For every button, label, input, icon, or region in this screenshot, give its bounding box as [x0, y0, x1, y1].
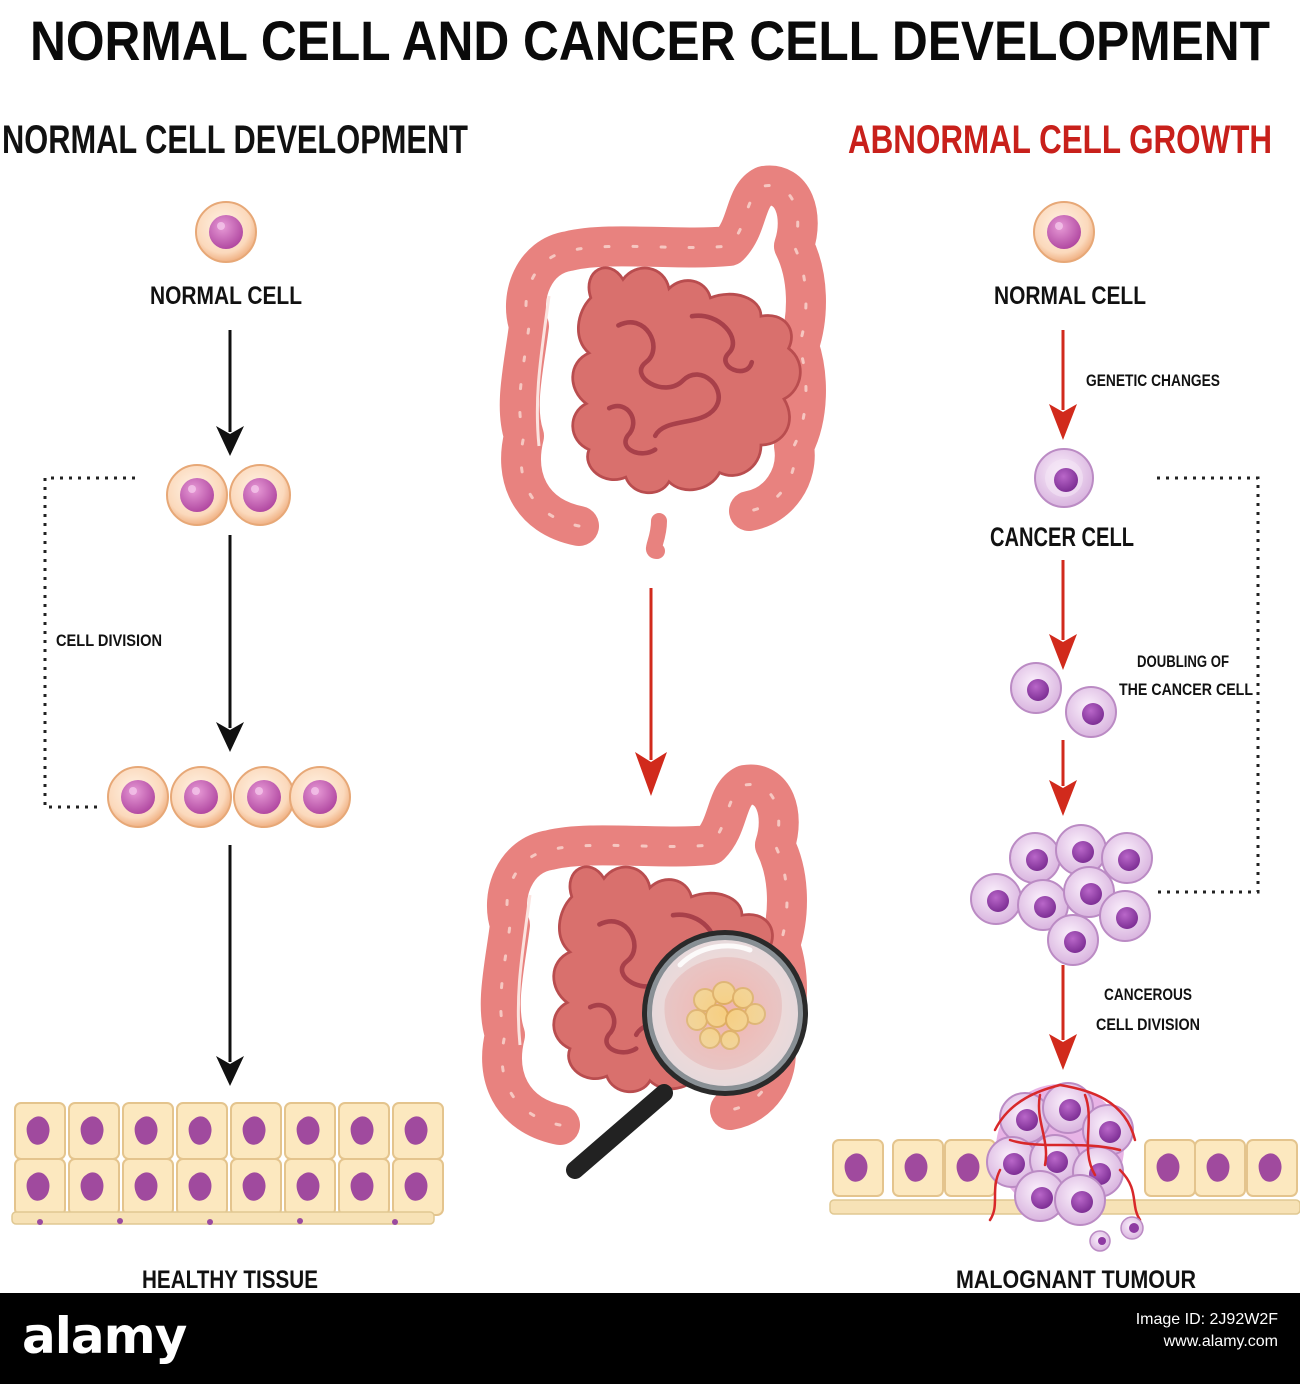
doubling-label-line1: DOUBLING OF: [1137, 652, 1229, 671]
tissue-cell: [392, 1102, 444, 1160]
tissue-cell: [832, 1139, 884, 1197]
left-normal-cell-label: NORMAL CELL: [150, 282, 302, 310]
healthy-tissue: [11, 1102, 444, 1225]
cancerous-label-line2: CELL DIVISION: [1096, 1015, 1200, 1034]
diagram-canvas: NORMAL CELL AND CANCER CELL DEVELOPMENT …: [2, 9, 1300, 1293]
tissue-cell: [122, 1158, 174, 1216]
doubled-cancer-cells: [1010, 662, 1117, 738]
footer-bar: alamy Image ID: 2J92W2F www.alamy.com: [0, 1293, 1300, 1384]
page-title: NORMAL CELL AND CANCER CELL DEVELOPMENT: [30, 9, 1270, 72]
malignant-tumour-label: MALOGNANT TUMOUR: [956, 1266, 1196, 1293]
tissue-cell: [176, 1102, 228, 1160]
tissue-cell: [338, 1158, 390, 1216]
healthy-tissue-label: HEALTHY TISSUE: [142, 1266, 318, 1293]
alamy-logo: alamy: [22, 1307, 187, 1365]
tumour-arrow: [1049, 965, 1077, 1070]
tissue-cell: [892, 1139, 944, 1197]
footer-meta: Image ID: 2J92W2F www.alamy.com: [1136, 1309, 1278, 1353]
four-cells: [107, 766, 351, 828]
magnifying-glass-icon: [566, 930, 808, 1179]
right-normal-cell: [1033, 201, 1095, 263]
left-heading: NORMAL CELL DEVELOPMENT: [2, 118, 468, 162]
abnormal-growth-bracket: [1157, 476, 1260, 894]
tissue-cell: [284, 1102, 336, 1160]
intestine-top: [520, 186, 806, 559]
genetic-changes-arrow: [1049, 330, 1077, 440]
tissue-cell: [1144, 1139, 1196, 1197]
tissue-cell: [68, 1158, 120, 1216]
tissue-cell: [230, 1158, 282, 1216]
right-heading: ABNORMAL CELL GROWTH: [848, 118, 1272, 162]
cancer-cell-cluster: [970, 824, 1153, 966]
cell-division-label: CELL DIVISION: [56, 631, 162, 650]
tissue-cell: [176, 1158, 228, 1216]
right-normal-cell-label: NORMAL CELL: [994, 282, 1146, 310]
cell-division-bracket: [43, 476, 135, 809]
genetic-changes-label: GENETIC CHANGES: [1086, 371, 1220, 390]
tissue-cell: [1194, 1139, 1246, 1197]
site-url-text: www.alamy.com: [1163, 1333, 1278, 1350]
tissue-cell: [230, 1102, 282, 1160]
left-arrow-2: [216, 535, 244, 752]
malignant-tumour: [829, 1082, 1300, 1252]
tissue-cell: [392, 1158, 444, 1216]
cancerous-label-line1: CANCEROUS: [1104, 985, 1192, 1004]
cancer-division-arrow: [1049, 740, 1077, 816]
tissue-cell: [14, 1158, 66, 1216]
doubling-label-line2: THE CANCER CELL: [1119, 680, 1253, 699]
left-arrow-3: [216, 845, 244, 1086]
image-id-text: Image ID: 2J92W2F: [1135, 1311, 1278, 1328]
doubling-arrow: [1049, 560, 1077, 670]
tissue-cell: [338, 1102, 390, 1160]
left-normal-cell: [195, 201, 257, 263]
tissue-cell: [122, 1102, 174, 1160]
tissue-cell: [284, 1158, 336, 1216]
two-cells: [166, 464, 291, 526]
tumour-mass: [986, 1082, 1144, 1252]
left-arrow-1: [216, 330, 244, 456]
cancer-cell: [1034, 448, 1094, 508]
center-red-arrow: [635, 588, 667, 796]
tissue-cell: [68, 1102, 120, 1160]
tissue-cell: [1246, 1139, 1298, 1197]
cancer-cell-label: CANCER CELL: [990, 522, 1134, 552]
tissue-cell: [14, 1102, 66, 1160]
